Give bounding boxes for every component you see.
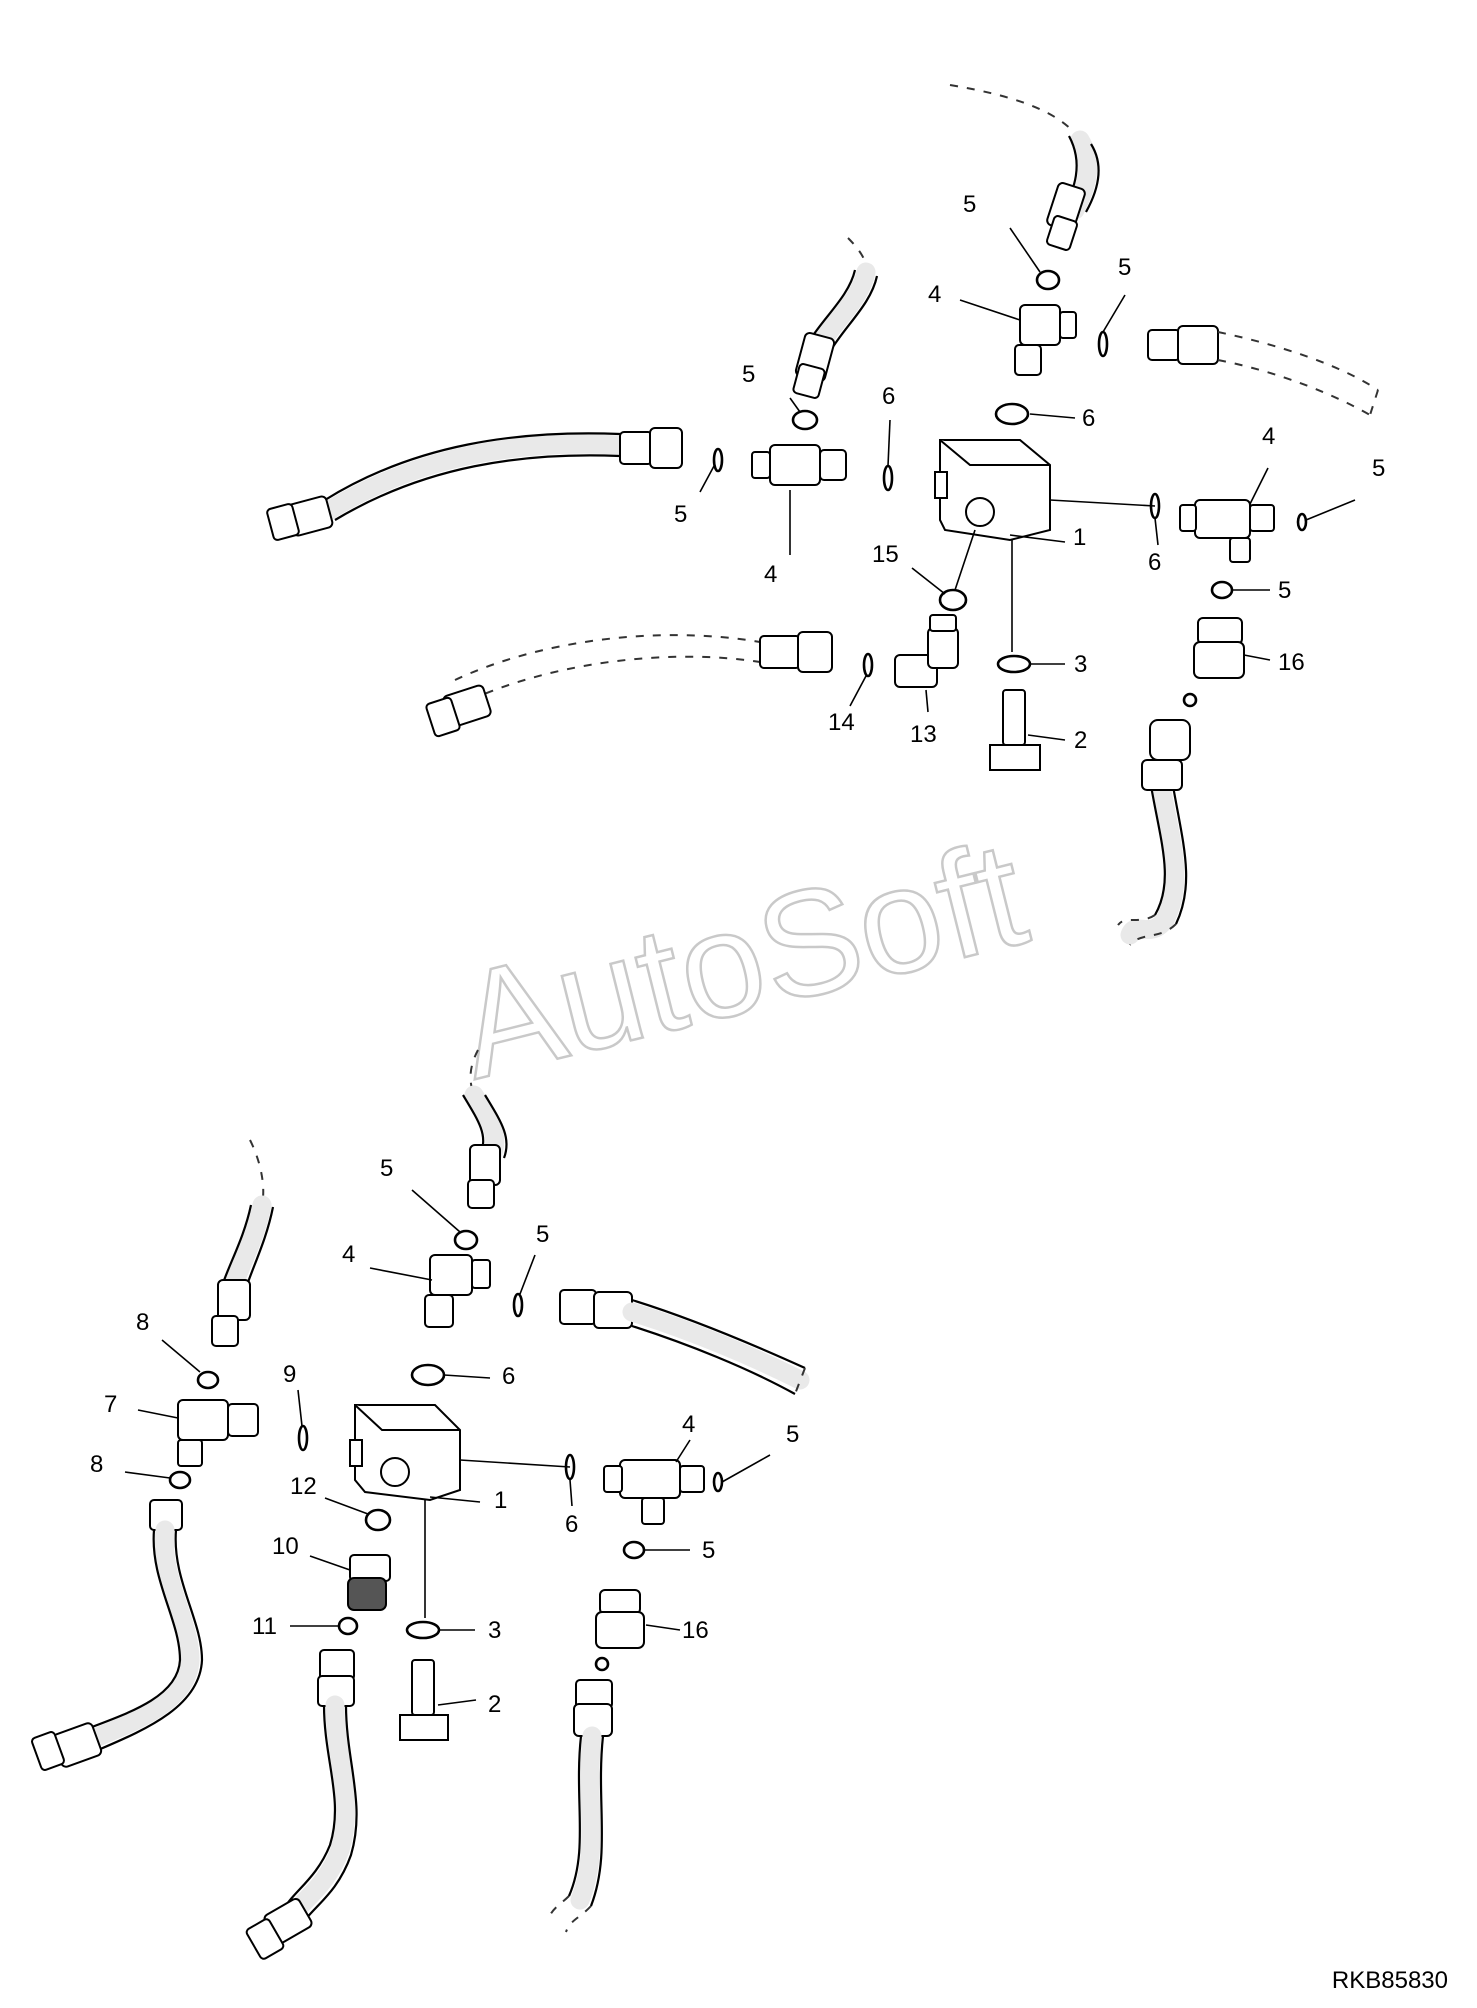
callout: 11 [252, 1613, 277, 1640]
adapter-fitting-lower [594, 1589, 645, 1672]
o-ring-top-right [1097, 330, 1109, 358]
bolt-lower [399, 1500, 449, 1741]
callout: 5 [380, 1155, 393, 1182]
tee-fitting-top [1014, 304, 1077, 376]
callout: 16 [682, 1617, 709, 1644]
o-ring-l5b [512, 1292, 524, 1318]
callout: 4 [928, 281, 941, 308]
o-ring-8-top [196, 1370, 220, 1390]
o-ring-8-bottom [168, 1470, 192, 1490]
hose-upper-left [792, 237, 879, 399]
callout: 5 [786, 1421, 799, 1448]
callout: 10 [272, 1533, 299, 1560]
fitting-10 [347, 1554, 391, 1611]
o-ring-right-5 [1296, 512, 1308, 532]
callout: 6 [565, 1511, 578, 1538]
adapter-fitting-upper [1182, 617, 1245, 708]
hose-lower-right [559, 1289, 810, 1395]
callout: 13 [910, 721, 937, 748]
o-ring-top [1035, 269, 1061, 291]
o-ring-9 [297, 1424, 309, 1452]
upper-assembly [266, 84, 1379, 946]
callout: 4 [1262, 423, 1275, 450]
callout: 1 [1073, 524, 1086, 551]
o-ring-l6 [410, 1363, 446, 1387]
callout: 4 [682, 1411, 695, 1438]
tee-fitting-lower-top [424, 1254, 491, 1328]
lower-assembly [31, 1049, 810, 1960]
o-ring-l5d [622, 1540, 646, 1560]
manifold-block-lower [349, 1404, 461, 1502]
drawing-reference: RKB85830 [1332, 1967, 1448, 1994]
o-ring-5-lower [1210, 580, 1234, 600]
o-ring-l5c [712, 1471, 724, 1493]
callout: 8 [136, 1309, 149, 1336]
o-ring-15 [938, 588, 968, 612]
callout: 15 [872, 541, 899, 568]
tee-fitting-7 [177, 1399, 259, 1467]
elbow-fitting [894, 614, 959, 688]
callout: 2 [488, 1691, 501, 1718]
callout: 16 [1278, 649, 1305, 676]
hose-lower-left [425, 631, 833, 738]
callout: 5 [963, 191, 976, 218]
callout: 1 [494, 1487, 507, 1514]
o-ring-upper-6 [994, 402, 1030, 426]
hose-lower-top [462, 1049, 508, 1209]
callout: 6 [882, 383, 895, 410]
hose-right-down [1117, 719, 1191, 946]
hose-left [266, 427, 683, 541]
callout: 6 [1148, 549, 1161, 576]
hose-right [1147, 325, 1379, 416]
hose-lower-center-down [245, 1649, 358, 1960]
o-ring-left-5 [791, 409, 819, 431]
o-ring-11 [337, 1616, 359, 1636]
o-ring-left-5b [712, 447, 724, 473]
callout: 5 [1278, 577, 1291, 604]
tee-fitting-left [751, 444, 847, 486]
callout: 9 [283, 1361, 296, 1388]
callout: 5 [702, 1537, 715, 1564]
hose-lower-left-down [31, 1499, 204, 1771]
hose-lower-left-top [211, 1139, 275, 1347]
hose-lower-right-down [547, 1679, 613, 1933]
tee-fitting-right [1179, 499, 1275, 563]
o-ring-12 [364, 1508, 392, 1532]
callout: 8 [90, 1451, 103, 1478]
callout: 2 [1074, 727, 1087, 754]
watermark: AutoSoft [440, 807, 1041, 1112]
bolt-upper [989, 540, 1041, 771]
hose-top [949, 84, 1100, 251]
callout: 3 [488, 1617, 501, 1644]
tee-fitting-lower-right [603, 1459, 705, 1525]
callout: 5 [536, 1221, 549, 1248]
callout: 6 [502, 1363, 515, 1390]
callout: 12 [290, 1473, 317, 1500]
callout: 5 [742, 361, 755, 388]
callout: 7 [104, 1391, 117, 1418]
upper-callouts: 5 5 4 5 6 6 5 4 1 4 5 6 15 5 3 16 14 13 … [674, 191, 1385, 754]
o-ring-14 [862, 652, 874, 678]
callout: 14 [828, 709, 855, 736]
callout: 3 [1074, 651, 1087, 678]
lower-callouts: 5 4 5 8 9 7 6 4 5 8 1 12 6 10 5 11 3 16 … [90, 1155, 799, 1718]
callout: 4 [342, 1241, 355, 1268]
manifold-block-upper [934, 439, 1051, 542]
callout: 5 [1118, 254, 1131, 281]
callout: 5 [674, 501, 687, 528]
o-ring-l5 [453, 1229, 479, 1251]
callout: 4 [764, 561, 777, 588]
o-ring-left-6 [882, 464, 894, 492]
callout: 5 [1372, 455, 1385, 482]
callout: 6 [1082, 405, 1095, 432]
svg-text:AutoSoft: AutoSoft [442, 808, 1041, 1110]
